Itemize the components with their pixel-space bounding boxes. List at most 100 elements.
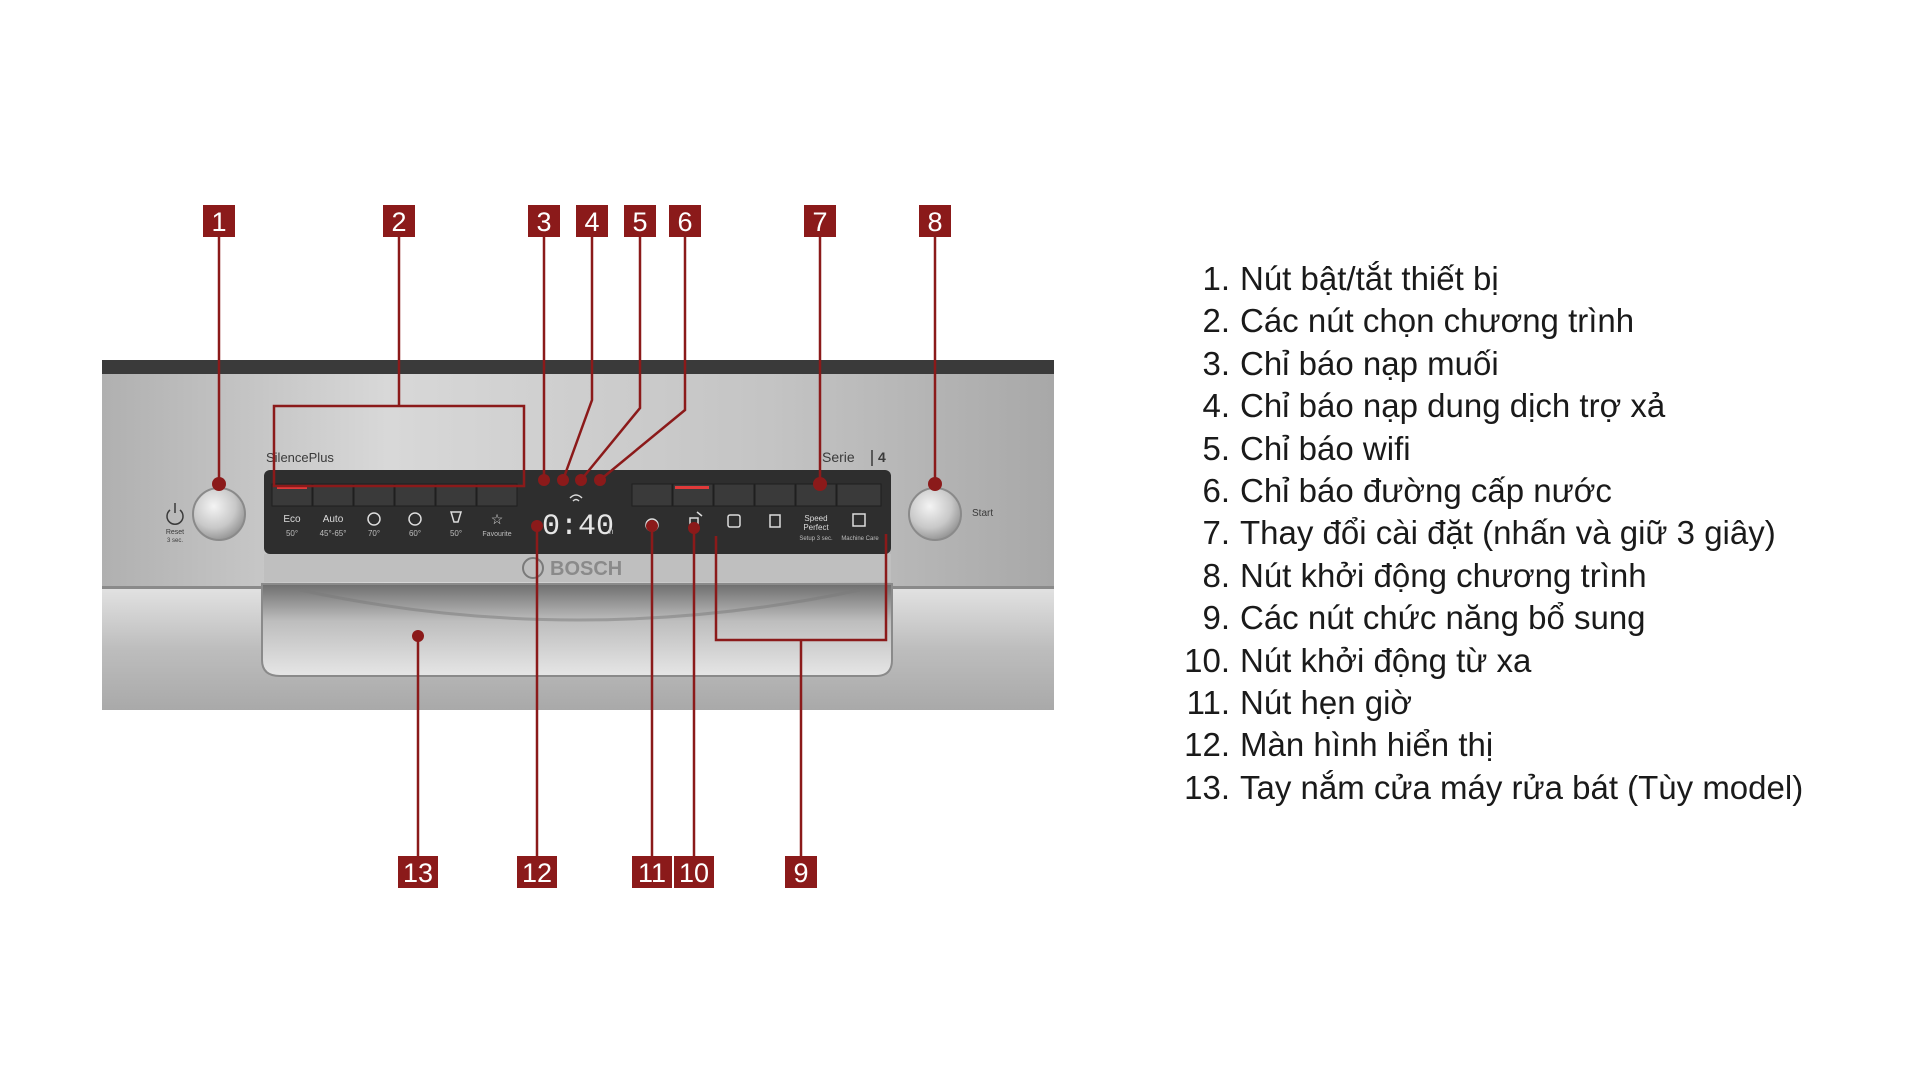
svg-text:12: 12 (522, 858, 552, 888)
legend-item: 4. Chỉ báo nạp dung dịch trợ xả (1160, 385, 1900, 427)
svg-text:11: 11 (638, 858, 666, 888)
legend-text: Chỉ báo wifi (1240, 429, 1411, 467)
star-icon: ☆ (491, 511, 504, 527)
legend-number: 11. (1186, 683, 1230, 721)
program-name-eco: Eco (283, 514, 301, 525)
serie-label: Serie (822, 449, 855, 465)
callout-badge-13: 13 (398, 856, 438, 888)
legend-number: 13. (1184, 768, 1230, 806)
svg-text:6: 6 (677, 207, 692, 237)
callout-badge-12: 12 (517, 856, 557, 888)
callout-badge-1: 1 (203, 205, 235, 237)
legend-item: 3.Chỉ báo nạp muối (1160, 343, 1900, 385)
option-button-1[interactable] (631, 483, 673, 507)
quick-icon (408, 512, 422, 526)
legend-number: 4. (1202, 387, 1230, 425)
program-temp-glass: 50° (450, 529, 462, 538)
legend-number: 7. (1202, 514, 1230, 552)
svg-text:10: 10 (679, 858, 709, 888)
legend-item: 9.Các nút chức năng bổ sung (1160, 597, 1900, 639)
program-indicator-active (277, 486, 307, 489)
callout-badge-6: 6 (669, 205, 701, 237)
brand-name: BOSCH (550, 558, 622, 580)
program-button-eco[interactable] (271, 483, 313, 507)
legend-number: 12. (1184, 726, 1230, 764)
svg-text:13: 13 (403, 858, 433, 888)
option-perfect-label: Perfect (803, 523, 829, 532)
power-button[interactable] (192, 487, 246, 541)
program-button-auto[interactable] (312, 483, 354, 507)
legend-number: 2. (1202, 302, 1230, 340)
callout-lines (217, 236, 937, 858)
program-button-intensive[interactable] (353, 483, 395, 507)
svg-text:7: 7 (812, 207, 827, 237)
legend-number: 6. (1202, 471, 1230, 509)
option-indicator-active (675, 486, 709, 489)
half-load-icon (769, 514, 781, 528)
bosch-logo-icon (522, 557, 544, 579)
start-button[interactable] (908, 487, 962, 541)
legend-number: 1. (1202, 260, 1230, 297)
start-label: Start (972, 508, 993, 519)
callout-badge-3: 3 (528, 205, 560, 237)
legend-item: 11. Nút hẹn giờ (1160, 682, 1900, 724)
hygiene-icon (727, 514, 741, 528)
program-buttons[interactable] (271, 483, 518, 507)
program-temp-auto: 45°-65° (320, 529, 347, 538)
program-favourite-label: Favourite (482, 531, 511, 538)
time-display: 0:40 (542, 510, 614, 544)
callout-dots (212, 477, 942, 642)
legend-number: 3. (1202, 344, 1230, 382)
serie-number: 4 (878, 449, 886, 465)
option-buttons[interactable]: ← (631, 475, 882, 507)
legend-item: 10. Nút khởi động từ xa (1160, 640, 1900, 682)
legend-text: Chỉ báo đường cấp nước (1240, 471, 1612, 509)
power-icon (166, 503, 184, 525)
svg-text:3: 3 (536, 207, 551, 237)
program-name-auto: Auto (323, 514, 344, 525)
svg-text:1: 1 (211, 207, 226, 237)
option-button-3[interactable] (713, 483, 755, 507)
program-button-favourite[interactable] (476, 483, 518, 507)
program-button-glass[interactable] (435, 483, 477, 507)
program-button-quick[interactable] (394, 483, 436, 507)
legend-text: Nút hẹn giờ (1240, 683, 1413, 721)
program-labels: Eco 50° Auto 45°-65° 70° 60° 50° ☆ Favou… (283, 511, 511, 538)
legend-text: Nút khởi động từ xa (1240, 641, 1532, 679)
option-button-6[interactable] (836, 483, 882, 507)
legend-item: 7.Thay đổi cài đặt (nhấn và giữ 3 giây) (1160, 512, 1900, 554)
legend-item: 8. Nút khởi động chương trình (1160, 555, 1900, 597)
machine-care-icon (852, 513, 866, 527)
legend-item: 13. Tay nắm cửa máy rửa bát (Tùy model) (1160, 767, 1900, 809)
svg-text:2: 2 (391, 207, 406, 237)
callout-badge-5: 5 (624, 205, 656, 237)
legend-number: 5. (1202, 429, 1230, 467)
option-button-2[interactable] (672, 483, 714, 507)
svg-text:5: 5 (632, 207, 647, 237)
legend-number: 9. (1202, 599, 1230, 637)
callout-badge-4: 4 (576, 205, 608, 237)
door-handle[interactable] (261, 583, 893, 677)
legend-text: Tay nắm cửa máy rửa bát (Tùy model) (1240, 768, 1804, 806)
svg-text:9: 9 (793, 858, 808, 888)
legend-item: 12.Màn hình hiển thị (1160, 724, 1900, 766)
callout-badge-11: 11 (632, 856, 672, 888)
callout-badge-7: 7 (804, 205, 836, 237)
legend-item: 1.Nút bật/tắt thiết bị (1160, 258, 1900, 300)
legend-item: 5. Chỉ báo wifi (1160, 428, 1900, 470)
legend-list: 1.Nút bật/tắt thiết bị 2. Các nút chọn ch… (1160, 258, 1900, 809)
legend-number: 8. (1202, 556, 1230, 594)
intensive-icon (367, 512, 381, 526)
program-temp-intensive: 70° (368, 529, 380, 538)
legend-text: Chỉ báo nạp dung dịch trợ xả (1240, 387, 1666, 425)
legend-number: 10. (1184, 641, 1230, 679)
display-hours-unit: h (609, 527, 613, 536)
wifi-icon (569, 494, 583, 502)
legend-text: Các nút chọn chương trình (1240, 302, 1635, 340)
legend-item: 2. Các nút chọn chương trình (1160, 300, 1900, 342)
option-button-4[interactable] (754, 483, 796, 507)
option-machine-care-label: Machine Care (841, 536, 879, 542)
legend-text: Nút khởi động chương trình (1240, 556, 1647, 594)
option-speed-label: Speed (804, 514, 827, 523)
